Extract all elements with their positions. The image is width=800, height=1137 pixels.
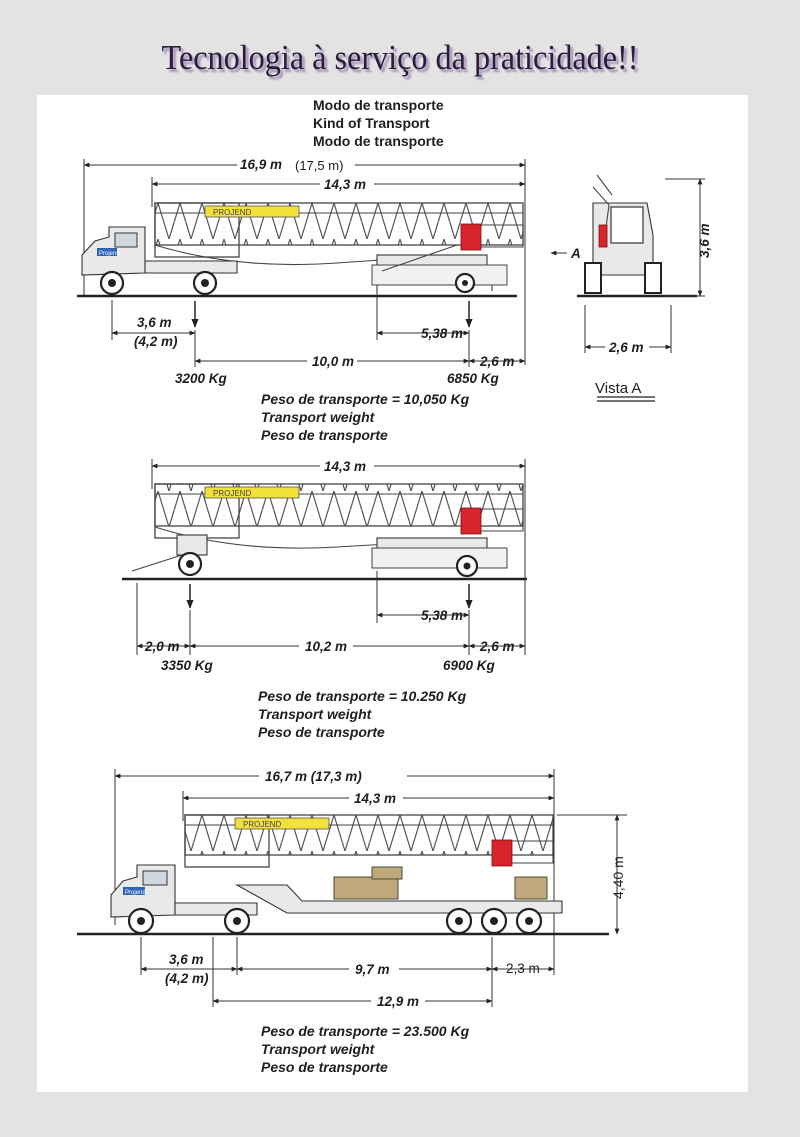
transport-mode-pt: Modo de transporte xyxy=(313,97,444,113)
rear-carrier xyxy=(371,244,508,294)
front-dolly xyxy=(131,534,208,577)
truck-logo-text: Projend xyxy=(125,890,146,896)
crane-boom: PROJEND xyxy=(184,814,554,868)
config2-weight: Peso de transporte = 10.250 Kg xyxy=(258,688,467,704)
config2-front-load: 3350 Kg xyxy=(161,658,214,673)
config1-front-overhang-alt: (4,2 m) xyxy=(134,334,178,349)
config3-overall: 12,9 m xyxy=(377,994,419,1009)
transport-diagram: Modo de transporte Kind of Transport Mod… xyxy=(77,97,712,1075)
config1-front-load: 3200 Kg xyxy=(175,371,228,386)
boom-brand-label: PROJEND xyxy=(213,208,251,217)
crane-boom: PROJEND xyxy=(154,483,524,549)
config1-total-length-alt: (17,5 m) xyxy=(295,158,343,173)
config2-front-overhang: 2,0 m xyxy=(144,639,180,654)
config3-weight: Peso de transporte = 23.500 Kg xyxy=(261,1023,470,1039)
config2-rear-offset: 5,38 m xyxy=(421,608,463,623)
config1-weight-pt: Peso de transporte xyxy=(261,427,388,443)
config1-rear-offset: 5,38 m xyxy=(421,326,463,341)
tractor-truck: Projend xyxy=(81,226,238,296)
counterweight-block xyxy=(491,839,513,867)
config2-rear-load: 6900 Kg xyxy=(443,658,496,673)
cargo-crate xyxy=(371,866,403,880)
config1-height: 3,6 m xyxy=(697,223,712,258)
config1-width: 2,6 m xyxy=(608,340,644,355)
config3-total-length: 16,7 m (17,3 m) xyxy=(265,769,362,784)
page-title: Tecnologia à serviço da praticidade!! xyxy=(161,38,639,77)
config1-rear-load: 6850 Kg xyxy=(447,371,500,386)
config1-boom-length: 14,3 m xyxy=(324,177,366,192)
config1-total-length: 16,9 m xyxy=(240,157,282,172)
boom-brand-plate xyxy=(204,486,300,499)
config2-rear-overhang: 2,6 m xyxy=(479,639,515,654)
truck-logo-text: Projend xyxy=(99,251,120,257)
config3-height: 4,40 m xyxy=(610,856,626,899)
transport-mode-header: Modo de transporte Kind of Transport Mod… xyxy=(313,97,444,149)
tractor-truck: Projend xyxy=(110,864,258,935)
config2-drawing: 14,3 m PROJEND 5,38 m xyxy=(122,457,527,740)
transport-mode-en: Kind of Transport xyxy=(313,115,430,131)
config3-rear-overhang: 2,3 m xyxy=(506,961,540,976)
config3-front-overhang: 3,6 m xyxy=(169,952,204,967)
rear-carrier xyxy=(371,537,508,578)
diagram-panel: Modo de transporte Kind of Transport Mod… xyxy=(37,95,748,1092)
view-a-caption: Vista A xyxy=(595,380,641,397)
boom-brand-label: PROJEND xyxy=(243,820,281,829)
config3-front-overhang-alt: (4,2 m) xyxy=(165,971,209,986)
config2-boom-length: 14,3 m xyxy=(324,459,366,474)
config1-front-overhang: 3,6 m xyxy=(137,315,172,330)
config2-weight-pt: Peso de transporte xyxy=(258,724,385,740)
view-a-arrow-label: A xyxy=(570,246,581,261)
config1-weight: Peso de transporte = 10,050 Kg xyxy=(261,391,470,407)
config1-weight-en: Transport weight xyxy=(261,409,376,425)
view-a-drawing: 3,6 m A 2,6 m Vista A xyxy=(550,174,712,402)
boom-brand-plate xyxy=(204,205,300,218)
truck-logo xyxy=(123,887,145,895)
config3-wheelbase: 9,7 m xyxy=(355,962,390,977)
counterweight-block xyxy=(598,224,608,248)
config3-weight-pt: Peso de transporte xyxy=(261,1059,388,1075)
lowbed-trailer xyxy=(234,866,563,935)
transport-mode-pt-2: Modo de transporte xyxy=(313,133,444,149)
config1-drawing: 16,9 m (17,5 m) 14,3 m PROJEND xyxy=(77,156,526,443)
truck-logo xyxy=(97,248,117,256)
counterweight-block xyxy=(460,223,482,251)
config3-weight-en: Transport weight xyxy=(261,1041,376,1057)
config1-rear-overhang: 2,6 m xyxy=(479,354,515,369)
config2-wheelbase: 10,2 m xyxy=(305,639,347,654)
boom-brand-label: PROJEND xyxy=(213,489,251,498)
cargo-crate xyxy=(514,876,548,900)
config1-wheelbase: 10,0 m xyxy=(312,354,354,369)
config3-boom-length: 14,3 m xyxy=(354,791,396,806)
boom-brand-plate xyxy=(234,817,330,830)
counterweight-block xyxy=(460,507,482,535)
config3-drawing: 16,7 m (17,3 m) 14,3 m PROJEND xyxy=(77,767,627,1075)
cargo-crate xyxy=(333,876,399,900)
config2-weight-en: Transport weight xyxy=(258,706,373,722)
